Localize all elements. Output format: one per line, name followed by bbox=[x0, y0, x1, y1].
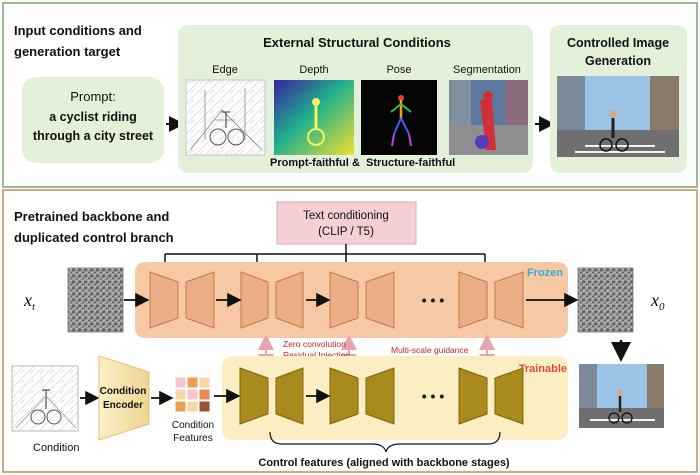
frozen-block-3 bbox=[240, 271, 269, 329]
encoder-line2: Encoder bbox=[103, 400, 143, 411]
features-line1: Condition bbox=[172, 420, 214, 431]
frozen-block-6 bbox=[365, 271, 395, 329]
control-features-brace bbox=[269, 431, 501, 453]
faithful-amp: & bbox=[352, 157, 360, 169]
faithful-right: Structure-faithful bbox=[366, 157, 455, 169]
prompt-label: Prompt: bbox=[70, 89, 116, 104]
condition-label-edge: Edge bbox=[212, 64, 238, 76]
pose-thumbnail bbox=[361, 80, 437, 155]
output-title-line2: Generation bbox=[585, 54, 651, 68]
condition-label-depth: Depth bbox=[299, 64, 328, 76]
condition-features-grid bbox=[174, 376, 211, 413]
frozen-dots: • • • bbox=[422, 292, 445, 308]
frozen-blocks bbox=[149, 271, 524, 329]
frozen-block-1 bbox=[149, 271, 179, 329]
conditions-box bbox=[178, 25, 533, 173]
conditions-title: External Structural Conditions bbox=[263, 35, 451, 50]
noise-input-image bbox=[67, 267, 124, 333]
prompt-box bbox=[22, 77, 164, 163]
trainable-label: Trainable bbox=[519, 363, 567, 375]
top-heading-line1: Input conditions and bbox=[14, 23, 142, 38]
edge-thumbnail bbox=[185, 79, 266, 156]
condition-label-pose: Pose bbox=[386, 64, 411, 76]
frozen-block-4 bbox=[275, 271, 304, 329]
output-title-line1: Controlled Image bbox=[567, 36, 669, 50]
condition-image bbox=[11, 365, 79, 432]
condition-label-segmentation: Segmentation bbox=[453, 64, 521, 76]
trainable-block-1 bbox=[239, 367, 269, 425]
frozen-block-8 bbox=[494, 271, 524, 329]
condition-encoder bbox=[98, 355, 150, 441]
residual-label: Residual Injection bbox=[283, 350, 350, 360]
zero-conv-label: Zero convolution bbox=[283, 339, 346, 349]
text-conditioning-box bbox=[276, 201, 417, 245]
prompt-line2: through a city street bbox=[33, 129, 154, 143]
control-features-label: Control features (aligned with backbone … bbox=[258, 457, 510, 469]
text-cond-line1: Text conditioning bbox=[303, 210, 389, 222]
depth-thumbnail bbox=[274, 80, 354, 155]
features-line2: Features bbox=[173, 433, 212, 444]
frozen-block-5 bbox=[329, 271, 359, 329]
bottom-heading-line1: Pretrained backbone and bbox=[14, 209, 169, 224]
xt-label: xt bbox=[23, 290, 36, 313]
frozen-block-2 bbox=[185, 271, 215, 329]
trainable-block-2 bbox=[275, 367, 304, 425]
segmentation-thumbnail bbox=[449, 80, 528, 155]
bottom-heading-line2: duplicated control branch bbox=[14, 230, 174, 245]
frozen-block-7 bbox=[458, 271, 488, 329]
trainable-dots: • • • bbox=[422, 388, 445, 404]
trainable-block-4 bbox=[365, 367, 395, 425]
trainable-block-6 bbox=[494, 367, 524, 425]
encoder-line1: Condition bbox=[100, 386, 147, 397]
text-cond-line2: (CLIP / T5) bbox=[318, 226, 374, 238]
condition-label: Condition bbox=[33, 442, 79, 454]
trainable-block-5 bbox=[458, 367, 488, 425]
multiscale-label: Multi-scale guidance bbox=[391, 345, 469, 355]
faithful-left: Prompt-faithful bbox=[270, 157, 349, 169]
frozen-label: Frozen bbox=[527, 267, 563, 279]
generated-image-bottom bbox=[579, 364, 664, 428]
top-heading-line2: generation target bbox=[14, 44, 121, 59]
trainable-block-3 bbox=[329, 367, 359, 425]
generated-image-top bbox=[557, 76, 679, 157]
x0-label: x0 bbox=[650, 290, 665, 313]
output-latent-image bbox=[577, 267, 634, 333]
trainable-blocks bbox=[239, 367, 524, 425]
prompt-line1: a cyclist riding bbox=[49, 110, 137, 124]
